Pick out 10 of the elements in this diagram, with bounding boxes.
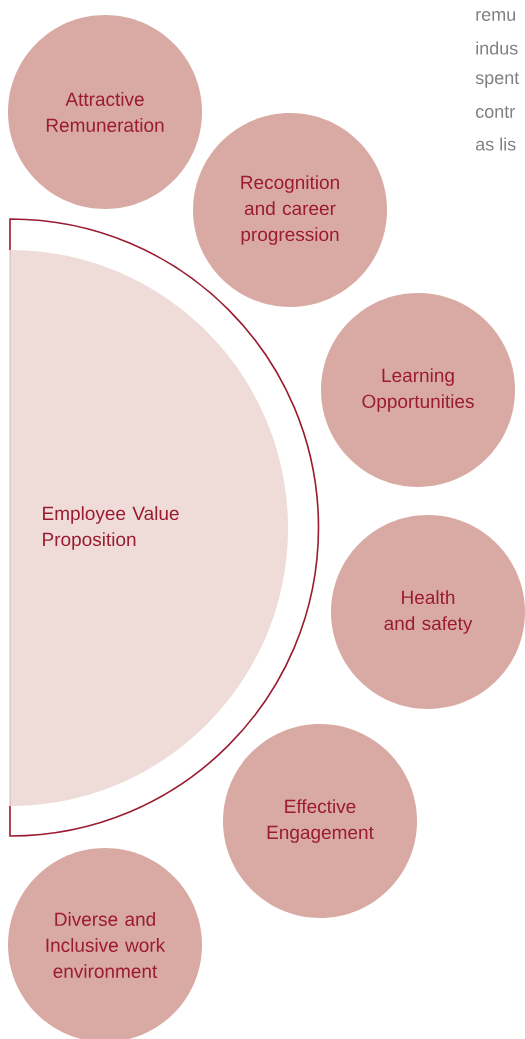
- text-fragment: spent: [475, 72, 520, 88]
- circle-node: Attractive Remuneration: [8, 15, 202, 209]
- circle-node: Effective Engagement: [223, 724, 417, 918]
- text-fragment: as lis: [475, 137, 516, 151]
- text-fragment: remu: [476, 11, 515, 21]
- text-fragment: contr: [475, 106, 515, 118]
- circle-node: Recognition and career progression: [193, 113, 387, 307]
- circle-node: Health and safety: [331, 515, 525, 709]
- text-fragment: indus: [476, 41, 518, 55]
- circle-node: Learning Opportunities: [321, 293, 515, 487]
